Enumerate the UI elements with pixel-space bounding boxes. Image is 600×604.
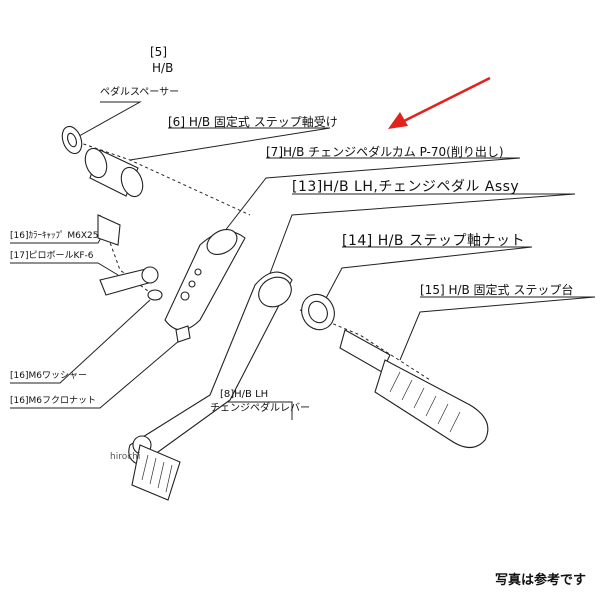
step-nut bbox=[301, 293, 335, 331]
label-p8-line2: チェンジペダルレバー bbox=[210, 403, 310, 414]
fixed-step bbox=[339, 329, 489, 449]
pillow-ball bbox=[97, 214, 191, 343]
change-pedal-cam bbox=[164, 229, 246, 331]
label-p5-name: H/B bbox=[152, 61, 174, 75]
label-p16-nut: [16]M6フクロナット bbox=[10, 396, 96, 406]
watermark: hirochi bbox=[110, 452, 141, 462]
label-p13: [13]H/B LH,チェンジペダル Assy bbox=[292, 179, 520, 195]
label-p7: [7]H/B チェンジペダルカム P-70(削り出し) bbox=[266, 145, 504, 159]
label-p16-washer: [16]M6ワッシャー bbox=[10, 371, 87, 381]
reference-note: 写真は参考です bbox=[494, 573, 586, 588]
label-p16-collar: [16]ｶﾗｰｷｬｯﾌﾟ M6X25 bbox=[10, 231, 99, 241]
label-p5-number: [5] bbox=[150, 45, 167, 59]
leader-lines bbox=[10, 101, 596, 420]
red-arrow-icon bbox=[388, 76, 491, 129]
pedal-spacer bbox=[61, 125, 83, 155]
label-p5-desc: ペダルスペーサー bbox=[100, 87, 180, 98]
label-p15: [15] H/B 固定式 ステップ台 bbox=[420, 283, 574, 297]
step-bearing bbox=[84, 147, 144, 198]
label-p8-line1: [8]H/B LH bbox=[220, 389, 269, 400]
change-pedal-lever bbox=[128, 271, 293, 501]
label-p17: [17]ピロボールKF-6 bbox=[10, 251, 94, 261]
label-p14: [14] H/B ステップ軸ナット bbox=[342, 233, 525, 249]
label-p6: [6] H/B 固定式 ステップ軸受け bbox=[168, 115, 338, 129]
